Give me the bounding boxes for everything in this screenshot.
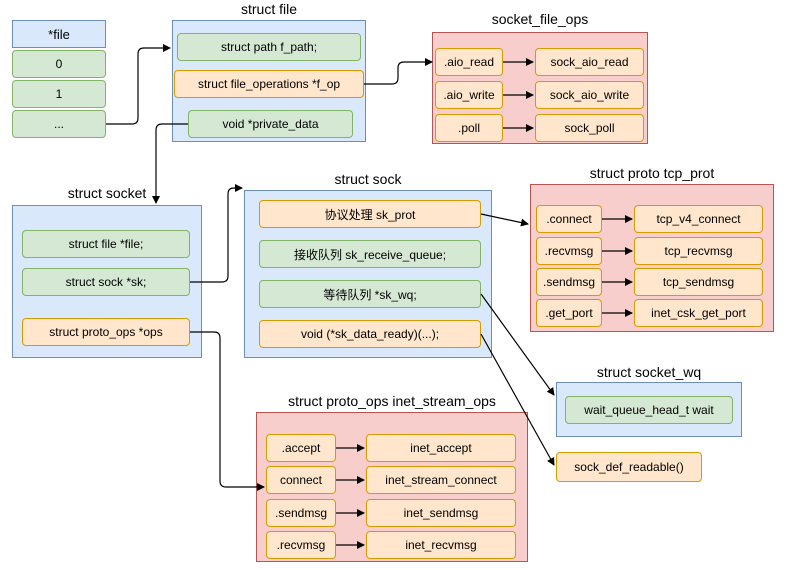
inet-stream-ops-impl-inet-recvmsg: inet_recvmsg <box>366 531 516 559</box>
inet-stream-ops-impl-inet-sendmsg: inet_sendmsg <box>366 499 516 527</box>
socket-file-ops-impl-sock-aio-read: sock_aio_read <box>535 48 644 76</box>
tcp-prot-op-connect: .connect <box>536 205 602 233</box>
tcp-prot-op-sendmsg: .sendmsg <box>536 268 602 296</box>
struct-sock-field-sk-prot: 协议处理 sk_prot <box>259 200 481 228</box>
struct-file-title: struct file <box>240 1 297 17</box>
inet-stream-ops-impl-inet-stream-connect: inet_stream_connect <box>366 466 516 494</box>
arrow-ops-to-inet-stream-ops <box>190 331 265 491</box>
socket-file-ops-impl-sock-poll: sock_poll <box>535 114 644 142</box>
file-array-header: *file <box>12 20 106 48</box>
file-array-item-0: 0 <box>12 50 106 78</box>
struct-file-field-f-path: struct path f_path; <box>177 33 361 61</box>
tcp-prot-impl-tcp-v4-connect: tcp_v4_connect <box>634 205 763 233</box>
socket-file-ops-op-aio-write: .aio_write <box>435 81 503 109</box>
struct-sock-field-sk-data-ready: void (*sk_data_ready)(...); <box>259 320 481 348</box>
struct-file-field-private-data: void *private_data <box>188 110 353 138</box>
arrow-sk-wq-to-socket-wq <box>480 293 555 396</box>
socket-file-ops-impl-sock-aio-write: sock_aio_write <box>535 81 644 109</box>
tcp-prot-op-recvmsg: .recvmsg <box>536 237 602 265</box>
struct-sock-field-sk-wq: 等待队列 *sk_wq; <box>259 280 481 308</box>
socket-file-ops-op-aio-read: .aio_read <box>435 48 503 76</box>
socket-wq-title: struct socket_wq <box>596 364 702 380</box>
tcp-prot-op-get-port: .get_port <box>536 299 602 327</box>
arrow-file-item-to-struct-file <box>106 44 171 125</box>
inet-stream-ops-impl-inet-accept: inet_accept <box>366 434 516 462</box>
inet-stream-ops-op-sendmsg: .sendmsg <box>266 499 336 527</box>
inet-stream-ops-op-connect: connect <box>266 466 336 494</box>
tcp-prot-impl-tcp-sendmsg: tcp_sendmsg <box>634 268 763 296</box>
tcp-prot-impl-tcp-recvmsg: tcp_recvmsg <box>634 237 763 265</box>
struct-socket-field-file: struct file *file; <box>22 230 190 258</box>
socket-file-ops-op-poll: .poll <box>435 114 503 142</box>
arrow-sk-data-ready-to-readable <box>480 333 555 466</box>
inet-stream-ops-op-accept: .accept <box>266 434 336 462</box>
struct-socket-title: struct socket <box>67 185 147 201</box>
socket-wq-field-wait: wait_queue_head_t wait <box>565 396 733 424</box>
tcp-prot-impl-inet-csk-get-port: inet_csk_get_port <box>634 299 763 327</box>
inet-stream-ops-title: struct proto_ops inet_stream_ops <box>288 393 496 409</box>
arrow-f-op-to-socket-file-ops <box>364 58 433 85</box>
inet-stream-ops-op-recvmsg: .recvmsg <box>266 531 336 559</box>
struct-sock-title: struct sock <box>334 171 402 187</box>
arrow-private-data-to-struct-socket <box>152 123 188 204</box>
struct-socket-field-sk: struct sock *sk; <box>22 268 190 296</box>
arrow-sk-prot-to-tcp-prot <box>480 213 529 227</box>
struct-sock-field-sk-receive-queue: 接收队列 sk_receive_queue; <box>259 240 481 268</box>
file-array-item-1: 1 <box>12 80 106 108</box>
file-array-item-more: ... <box>12 110 106 138</box>
arrow-sk-to-struct-sock <box>190 184 243 283</box>
sock-def-readable-box: sock_def_readable() <box>556 452 702 482</box>
socket-file-ops-title: socket_file_ops <box>491 11 589 27</box>
tcp-prot-title: struct proto tcp_prot <box>589 165 715 181</box>
struct-file-field-f-op: struct file_operations *f_op <box>174 70 364 98</box>
struct-socket-field-ops: struct proto_ops *ops <box>22 318 190 346</box>
